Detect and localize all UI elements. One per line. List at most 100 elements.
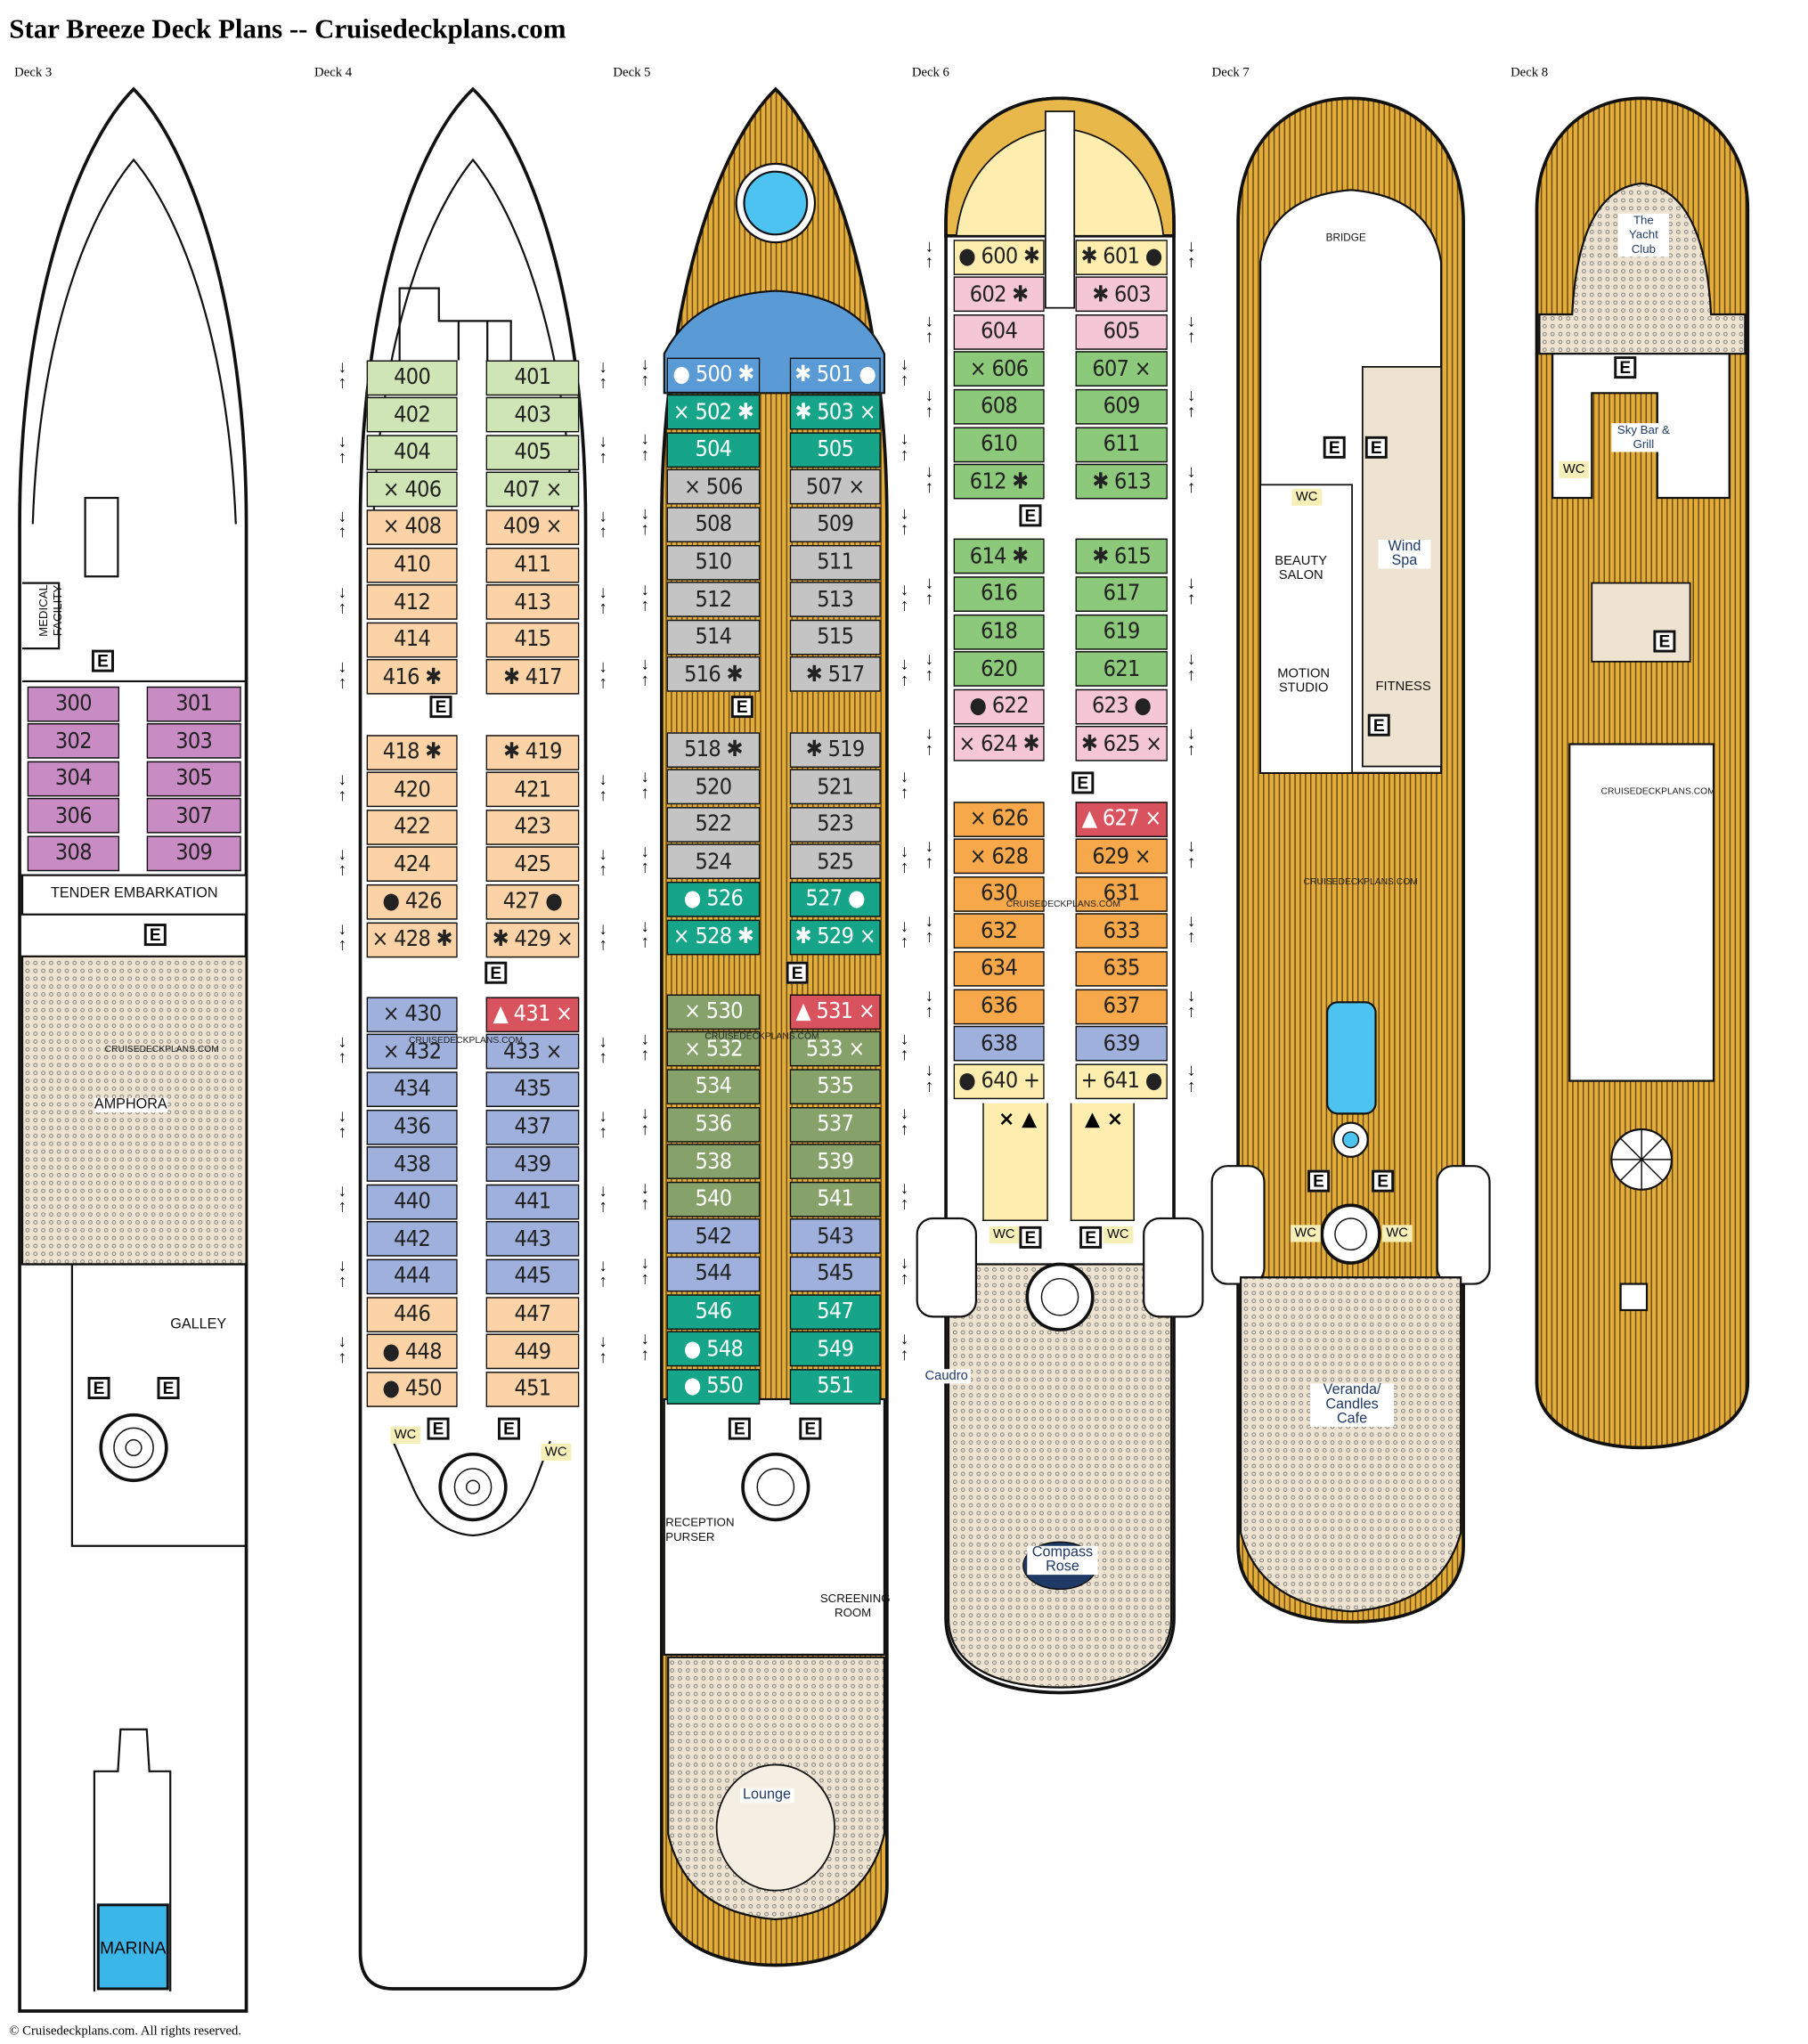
cabin-631[interactable]: 631 xyxy=(1075,875,1168,912)
cabin-435[interactable]: 435 xyxy=(485,1071,580,1107)
cabin-622[interactable]: ● 622 xyxy=(953,688,1045,725)
cabin-603[interactable]: ✱ 603 xyxy=(1075,276,1168,313)
cabin-626[interactable]: × 626 xyxy=(953,801,1045,837)
cabin-547[interactable]: 547 xyxy=(789,1293,881,1330)
cabin-433[interactable]: 433 × xyxy=(485,1034,580,1070)
cabin-436[interactable]: 436 xyxy=(366,1109,458,1144)
cabin-525[interactable]: 525 xyxy=(789,843,881,880)
cabin-429[interactable]: ✱ 429 × xyxy=(485,921,580,957)
cabin-623[interactable]: 623 ● xyxy=(1075,688,1168,725)
cabin-639[interactable]: 639 xyxy=(1075,1025,1168,1062)
cabin-411[interactable]: 411 xyxy=(485,547,580,582)
cabin-551[interactable]: 551 xyxy=(789,1368,881,1405)
cabin-600[interactable]: ● 600 ✱ xyxy=(953,239,1045,275)
cabin-544[interactable]: 544 xyxy=(666,1256,761,1292)
cabin-518[interactable]: 518 ✱ xyxy=(666,731,761,768)
cabin-614[interactable]: 614 ✱ xyxy=(953,539,1045,574)
cabin-414[interactable]: 414 xyxy=(366,622,458,657)
cabin-523[interactable]: 523 xyxy=(789,806,881,843)
cabin-432[interactable]: × 432 xyxy=(366,1034,458,1070)
cabin-628[interactable]: × 628 xyxy=(953,838,1045,875)
cabin-634[interactable]: 634 xyxy=(953,950,1045,987)
cabin-448[interactable]: ● 448 xyxy=(366,1333,458,1370)
cabin-610[interactable]: 610 xyxy=(953,426,1045,462)
cabin-538[interactable]: 538 xyxy=(666,1144,761,1180)
cabin-440[interactable]: 440 xyxy=(366,1184,458,1220)
cabin-550[interactable]: ● 550 xyxy=(666,1368,761,1405)
cabin-403[interactable]: 403 xyxy=(485,396,580,433)
cabin-534[interactable]: 534 xyxy=(666,1069,761,1104)
cabin-508[interactable]: 508 xyxy=(666,507,761,542)
cabin-512[interactable]: 512 xyxy=(666,582,761,617)
cabin-532[interactable]: × 532 xyxy=(666,1031,761,1067)
cabin-519[interactable]: ✱ 519 xyxy=(789,731,881,768)
cabin-522[interactable]: 522 xyxy=(666,806,761,843)
cabin-427[interactable]: 427 ● xyxy=(485,884,580,920)
cabin-637[interactable]: 637 xyxy=(1075,988,1168,1024)
cabin-307[interactable]: 307 xyxy=(146,797,241,834)
cabin-444[interactable]: 444 xyxy=(366,1258,458,1295)
cabin-602[interactable]: 602 ✱ xyxy=(953,276,1045,313)
cabin-629[interactable]: 629 × xyxy=(1075,838,1168,875)
cabin-408[interactable]: × 408 xyxy=(366,509,458,545)
cabin-446[interactable]: 446 xyxy=(366,1296,458,1332)
cabin-543[interactable]: 543 xyxy=(789,1218,881,1255)
cabin-410[interactable]: 410 xyxy=(366,547,458,582)
cabin-423[interactable]: 423 xyxy=(485,809,580,845)
cabin-407[interactable]: 407 × xyxy=(485,471,580,508)
cabin-606[interactable]: × 606 xyxy=(953,351,1045,387)
cabin-406[interactable]: × 406 xyxy=(366,471,458,508)
cabin-517[interactable]: ✱ 517 xyxy=(789,656,881,693)
cabin-530[interactable]: × 530 xyxy=(666,994,761,1030)
cabin-620[interactable]: 620 xyxy=(953,651,1045,687)
cabin-430[interactable]: × 430 xyxy=(366,996,458,1032)
cabin-309[interactable]: 309 xyxy=(146,835,241,871)
cabin-636[interactable]: 636 xyxy=(953,988,1045,1024)
cabin-632[interactable]: 632 xyxy=(953,913,1045,949)
cabin-504[interactable]: 504 xyxy=(666,431,761,468)
cabin-400[interactable]: 400 xyxy=(366,359,458,395)
cabin-621[interactable]: 621 xyxy=(1075,651,1168,687)
cabin-528[interactable]: × 528 ✱ xyxy=(666,918,761,955)
cabin-613[interactable]: ✱ 613 xyxy=(1075,463,1168,500)
cabin-617[interactable]: 617 xyxy=(1075,576,1168,612)
cabin-500[interactable]: ● 500 ✱ xyxy=(666,356,761,393)
cabin-641[interactable]: + 641 ● xyxy=(1075,1063,1168,1099)
cabin-420[interactable]: 420 xyxy=(366,771,458,808)
cabin-630[interactable]: 630 xyxy=(953,875,1045,912)
cabin-514[interactable]: 514 xyxy=(666,619,761,656)
cabin-441[interactable]: 441 xyxy=(485,1184,580,1220)
cabin-531[interactable]: ▲ 531 × xyxy=(789,994,881,1030)
cabin-417[interactable]: ✱ 417 xyxy=(485,659,580,696)
cabin-513[interactable]: 513 xyxy=(789,582,881,617)
cabin-437[interactable]: 437 xyxy=(485,1109,580,1144)
cabin-450[interactable]: ● 450 xyxy=(366,1371,458,1407)
cabin-524[interactable]: 524 xyxy=(666,843,761,880)
cabin-502[interactable]: × 502 ✱ xyxy=(666,394,761,430)
cabin-438[interactable]: 438 xyxy=(366,1146,458,1182)
cabin-428[interactable]: × 428 ✱ xyxy=(366,921,458,957)
cabin-306[interactable]: 306 xyxy=(27,797,120,834)
cabin-638[interactable]: 638 xyxy=(953,1025,1045,1062)
cabin-515[interactable]: 515 xyxy=(789,619,881,656)
cabin-624[interactable]: × 624 ✱ xyxy=(953,726,1045,762)
cabin-405[interactable]: 405 xyxy=(485,434,580,470)
cabin-401[interactable]: 401 xyxy=(485,359,580,395)
cabin-442[interactable]: 442 xyxy=(366,1221,458,1258)
cabin-601[interactable]: ✱ 601 ● xyxy=(1075,239,1168,275)
cabin-526[interactable]: ● 526 xyxy=(666,881,761,917)
cabin-608[interactable]: 608 xyxy=(953,388,1045,425)
cabin-308[interactable]: 308 xyxy=(27,835,120,871)
cabin-416[interactable]: 416 ✱ xyxy=(366,659,458,696)
cabin-625[interactable]: ✱ 625 × xyxy=(1075,726,1168,762)
cabin-426[interactable]: ● 426 xyxy=(366,884,458,920)
cabin-449[interactable]: 449 xyxy=(485,1333,580,1370)
cabin-618[interactable]: 618 xyxy=(953,614,1045,649)
cabin-536[interactable]: 536 xyxy=(666,1106,761,1142)
cabin-609[interactable]: 609 xyxy=(1075,388,1168,425)
cabin-527[interactable]: 527 ● xyxy=(789,881,881,917)
cabin-535[interactable]: 535 xyxy=(789,1069,881,1104)
cabin-635[interactable]: 635 xyxy=(1075,950,1168,987)
cabin-616[interactable]: 616 xyxy=(953,576,1045,612)
cabin-422[interactable]: 422 xyxy=(366,809,458,845)
